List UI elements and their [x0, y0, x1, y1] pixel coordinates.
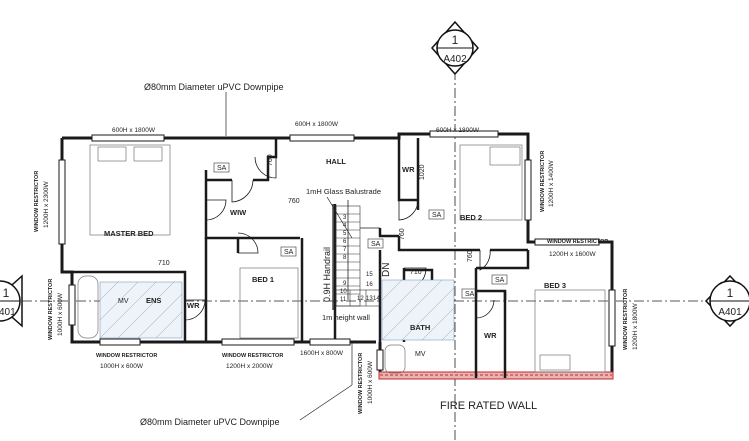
equipment-labels: MV MV SA SA SA SA SA SA — [118, 165, 505, 358]
dim-1020-wr: 1020 — [419, 164, 426, 180]
room-wr-mid: WR — [187, 301, 200, 310]
stair-numbers: 3 4 5 6 7 8 9 10 11 12 13 14 15 16 — [340, 215, 380, 303]
stair-step-12: 12 — [357, 296, 364, 302]
window-stair-restrictor: WINDOW RESTRICTOR — [358, 353, 364, 414]
furniture — [77, 144, 606, 374]
sa-boxes — [213, 162, 508, 299]
height-wall-note: 1m height wall — [322, 313, 370, 322]
room-hall: HALL — [326, 157, 346, 166]
stair-step-15: 15 — [366, 272, 373, 278]
handrail-note: 0.9H Handrail — [322, 247, 332, 302]
downpipe-note-top: Ø80mm Diameter uPVC Downpipe — [144, 82, 284, 92]
dim-710-ens: 710 — [158, 260, 170, 267]
window-bottom-2-restrictor: WINDOW RESTRICTOR — [222, 353, 283, 359]
section-marker-top: 1 A402 — [430, 20, 480, 76]
window-ens-left-restrictor: WINDOW RESTRICTOR — [48, 279, 54, 340]
room-wiw: WIW — [230, 208, 247, 217]
dim-760-bed2: 760 — [399, 228, 406, 240]
stair-step-11: 11 — [340, 297, 347, 303]
mv-ens: MV — [118, 298, 129, 305]
window-top-3: 600H x 1800W — [436, 127, 480, 134]
window-bottom-1-size: 1000H x 600W — [100, 363, 144, 370]
room-bed1: BED 1 — [252, 275, 274, 284]
section-number-top: 1 — [452, 33, 459, 47]
section-sheet-right: A401 — [718, 307, 742, 318]
window-bottom-2-size: 1200H x 2000W — [226, 363, 273, 370]
stair-step-6: 6 — [343, 239, 347, 245]
room-wr-top: WR — [402, 165, 415, 174]
window-stair-size: 1000H x 600W — [367, 360, 374, 404]
stair-step-4: 4 — [343, 223, 347, 229]
window-ens-left-size: 1000H x 600W — [57, 292, 64, 336]
window-top-1: 600H x 1800W — [112, 127, 156, 134]
stair-step-14: 14 — [373, 296, 380, 302]
wet-area-tiles — [99, 279, 455, 341]
stair-step-3: 3 — [343, 215, 347, 221]
room-wr-right: WR — [484, 331, 497, 340]
window-bed3-right-restrictor: WINDOW RESTRICTOR — [623, 289, 629, 350]
room-bath: BATH — [410, 323, 430, 332]
interior-walls — [72, 138, 530, 378]
dimension-labels: 760 760 760 760 710 710 1020 — [158, 154, 474, 276]
leader-lines — [225, 92, 381, 421]
section-marker-left: 1 A401 — [0, 274, 23, 328]
dim-710-bath: 710 — [410, 269, 422, 276]
room-bed3: BED 3 — [544, 281, 566, 290]
stair-dn-label: DN — [381, 263, 392, 277]
section-marker-right: 1 A401 — [704, 274, 749, 328]
window-bed3-top-restrictor: WINDOW RESTRICTOR — [547, 239, 608, 245]
section-number-left: 1 — [3, 286, 10, 300]
stair-step-7: 7 — [343, 247, 347, 253]
window-bed3-top-size: 1200H x 1600W — [549, 251, 596, 258]
stair-step-8: 8 — [343, 255, 347, 261]
section-number-right: 1 — [727, 286, 734, 300]
downpipe-note-bottom: Ø80mm Diameter uPVC Downpipe — [140, 417, 280, 427]
sa-bed3-lower: SA — [465, 291, 475, 298]
fire-rated-wall-note: FIRE RATED WALL — [440, 400, 537, 412]
sa-bed3: SA — [495, 277, 505, 284]
windows — [58, 130, 616, 371]
dim-760-bed3: 760 — [467, 250, 474, 262]
room-master-bed: MASTER BED — [104, 229, 154, 238]
window-bed2-size: 1200H x 1400W — [548, 160, 555, 207]
window-left-size: 1200H x 2300W — [43, 181, 50, 228]
window-labels: 600H x 1800W 600H x 1800W 600H x 1800W W… — [34, 121, 639, 414]
room-labels: HALL MASTER BED WIW BED 1 BED 2 BED 3 EN… — [104, 157, 566, 340]
window-bottom-1-restrictor: WINDOW RESTRICTOR — [96, 353, 157, 359]
sa-stair: SA — [371, 241, 381, 248]
sa-wiw: SA — [284, 249, 294, 256]
window-left-restrictor: WINDOW RESTRICTOR — [34, 171, 40, 232]
sa-hall-left: SA — [217, 165, 227, 172]
sa-bed2: SA — [432, 212, 442, 219]
section-sheet-top: A402 — [443, 54, 467, 65]
room-ens: ENS — [146, 296, 161, 305]
dim-760-hall: 760 — [267, 154, 274, 166]
stair-step-16: 16 — [366, 282, 373, 288]
stair-step-13: 13 — [366, 296, 373, 302]
room-bed2: BED 2 — [460, 213, 482, 222]
stair-step-10: 10 — [340, 289, 347, 295]
dim-760-wiw: 760 — [288, 198, 300, 205]
glass-balustrade-note: 1mH Glass Balustrade — [306, 187, 381, 196]
window-bed2-restrictor: WINDOW RESTRICTOR — [540, 151, 546, 212]
mv-bath: MV — [415, 351, 426, 358]
window-bottom-3-size: 1600H x 800W — [300, 350, 344, 357]
stair-step-9: 9 — [343, 281, 347, 287]
section-sheet-left: A401 — [0, 307, 16, 318]
stair-step-5: 5 — [343, 231, 347, 237]
window-top-2: 600H x 1800W — [295, 121, 339, 128]
window-bed3-right-size: 1200H x 1800W — [632, 303, 639, 350]
tile-hatching — [99, 279, 455, 341]
